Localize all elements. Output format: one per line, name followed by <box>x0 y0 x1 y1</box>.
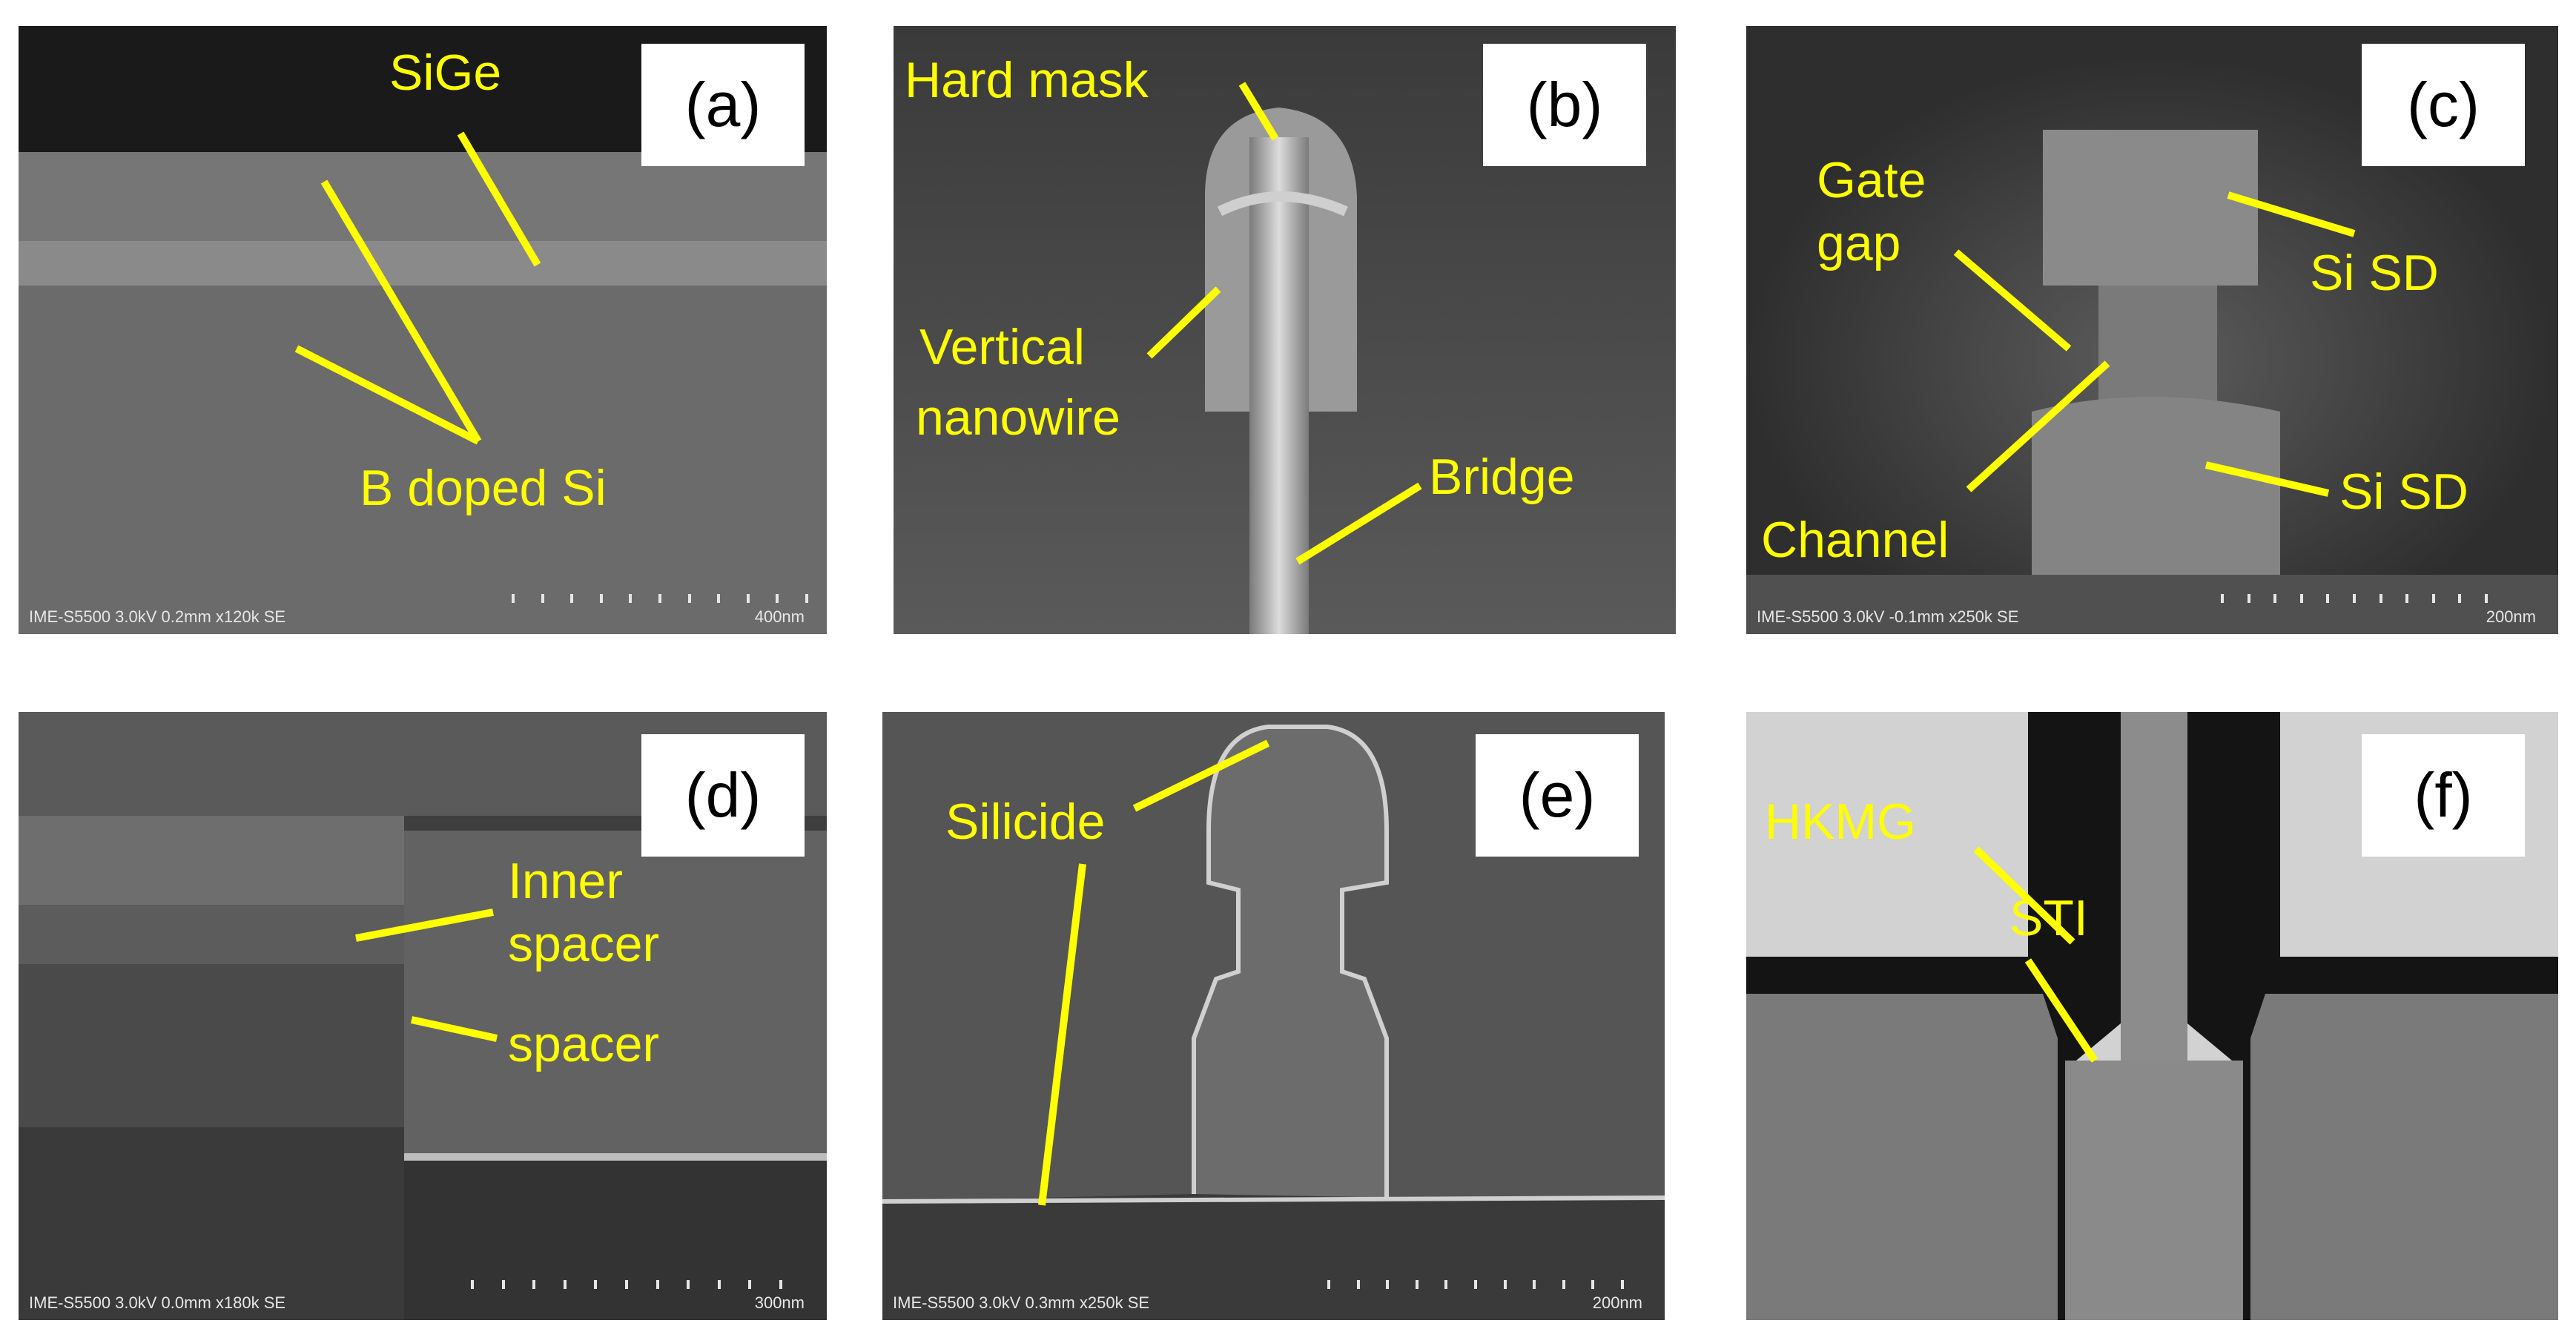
sem-info-c: IME-S5500 3.0kV -0.1mm x250k SE <box>1757 607 2019 626</box>
scale-bar-label-e: 200nm <box>1592 1293 1642 1312</box>
label-sti: STI <box>2009 890 2088 946</box>
sem-info-a: IME-S5500 3.0kV 0.2mm x120k SE <box>29 607 286 626</box>
panel-tag-d: (d) <box>641 734 805 857</box>
sem-panel-a: (a) SiGe B doped Si IME-S5500 3.0kV 0.2m… <box>19 26 827 634</box>
panel-tag-f: (f) <box>2362 734 2525 857</box>
sem-image-b <box>894 26 1676 634</box>
panel-tag-b: (b) <box>1483 44 1646 166</box>
tem-panel-f: (f) HKMG STI <box>1746 712 2558 1320</box>
label-si-sd-top: Si SD <box>2310 245 2439 301</box>
label-inner: Inner <box>508 853 623 909</box>
sem-panel-c: (c) Gate gap Si SD Channel Si SD IME-S55… <box>1746 26 2558 634</box>
panel-tag-e: (e) <box>1476 734 1639 857</box>
label-vertical: Vertical <box>919 319 1085 375</box>
scale-bar-label-c: 200nm <box>2486 607 2536 626</box>
sem-info-d: IME-S5500 3.0kV 0.0mm x180k SE <box>29 1293 286 1312</box>
sem-info-e: IME-S5500 3.0kV 0.3mm x250k SE <box>893 1293 1150 1312</box>
label-spacer: spacer <box>508 1016 660 1072</box>
panel-tag-a: (a) <box>641 44 805 166</box>
panel-tag-c: (c) <box>2362 44 2525 166</box>
sem-panel-b: (b) Hard mask Vertical nanowire Bridge <box>894 26 1676 634</box>
sem-panel-e: (e) Silicide IME-S5500 3.0kV 0.3mm x250k… <box>882 712 1665 1320</box>
scale-ticks-e <box>1327 1280 1624 1289</box>
label-hkmg: HKMG <box>1765 794 1916 850</box>
tem-image-f <box>1746 712 2558 1320</box>
scale-ticks-a <box>512 594 808 603</box>
label-sige: SiGe <box>389 44 502 101</box>
scale-ticks-c <box>2221 594 2488 603</box>
label-inner-spacer: spacer <box>508 916 660 972</box>
label-silicide: Silicide <box>945 794 1106 850</box>
label-gate: Gate <box>1817 152 1926 208</box>
sem-image-e <box>882 712 1665 1320</box>
label-bridge: Bridge <box>1429 449 1575 505</box>
label-channel: Channel <box>1761 512 1949 568</box>
label-si-sd-bottom: Si SD <box>2339 464 2468 520</box>
label-b-doped-si: B doped Si <box>360 460 607 516</box>
label-gap: gap <box>1817 215 1901 271</box>
scale-ticks-d <box>471 1280 782 1289</box>
sem-panel-d: (d) Inner spacer spacer IME-S5500 3.0kV … <box>19 712 827 1320</box>
label-nanowire: nanowire <box>916 389 1120 446</box>
scale-bar-label-d: 300nm <box>754 1293 805 1312</box>
scale-bar-label-a: 400nm <box>754 607 805 626</box>
label-hard-mask: Hard mask <box>905 52 1149 108</box>
